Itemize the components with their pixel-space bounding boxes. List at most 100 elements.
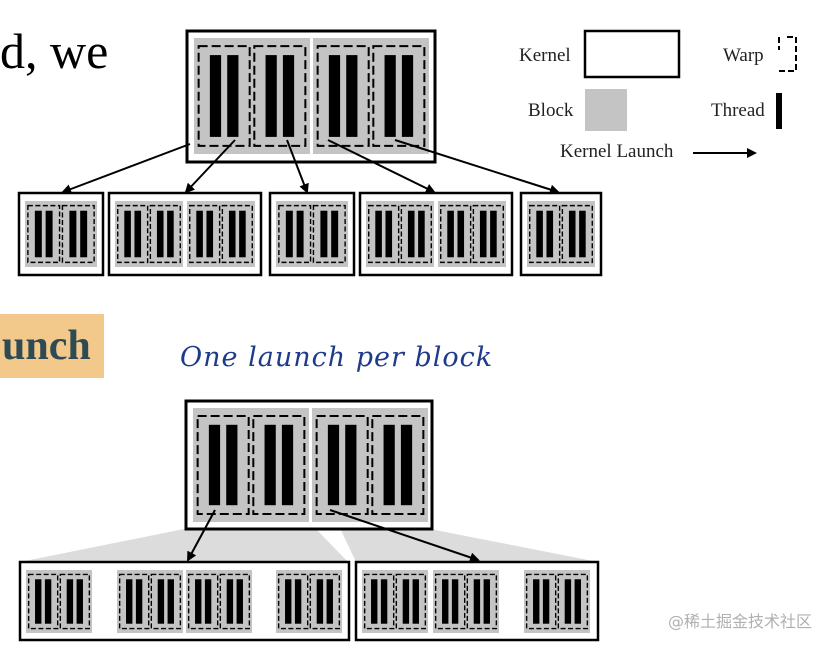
block [527, 201, 595, 267]
legend-warp-swatch [779, 36, 797, 72]
thread [126, 579, 133, 624]
thread [294, 579, 302, 624]
thread [66, 579, 74, 624]
thread [536, 210, 543, 258]
block [117, 570, 183, 633]
thread [346, 55, 358, 137]
thread [375, 210, 382, 258]
thread [412, 579, 419, 624]
thread [35, 579, 42, 624]
launch-arrow [329, 509, 480, 563]
thread [383, 424, 395, 506]
block [366, 201, 434, 267]
block [194, 38, 310, 154]
launch-arrow [184, 139, 236, 194]
thread [442, 579, 449, 624]
thread [226, 579, 234, 624]
warp [557, 573, 589, 630]
thread [208, 424, 221, 506]
thread [479, 210, 487, 258]
legend-kernel-launch-label: Kernel Launch [560, 141, 674, 162]
warp [27, 573, 59, 630]
thread [239, 210, 246, 258]
thread [568, 210, 576, 258]
warp [27, 204, 61, 264]
warp [472, 204, 504, 264]
warp [434, 573, 466, 630]
warp [149, 204, 181, 264]
thread [135, 579, 143, 624]
legend-thread-label: Thread [711, 100, 765, 121]
thread [76, 579, 83, 624]
warp [372, 45, 426, 147]
thread [228, 210, 236, 258]
thread [371, 579, 378, 624]
block [313, 38, 429, 154]
block [187, 201, 255, 267]
projection-right [340, 528, 598, 562]
heading-text-top: d, we [0, 23, 109, 79]
thread [80, 210, 88, 258]
warp [561, 204, 593, 264]
warp [363, 573, 395, 630]
thread [204, 579, 212, 624]
thread [282, 55, 295, 137]
legend-block-swatch [585, 89, 627, 131]
thread [400, 424, 413, 506]
thread [281, 424, 294, 506]
thread [331, 210, 339, 258]
thread [328, 55, 341, 137]
warp [309, 573, 341, 630]
warp [189, 204, 221, 264]
warp [312, 204, 346, 264]
warp [440, 204, 472, 264]
warp [278, 204, 312, 264]
warp [117, 204, 149, 264]
thread [384, 55, 396, 137]
thread [124, 210, 131, 258]
thread [206, 210, 214, 258]
thread [227, 55, 239, 137]
warp [59, 573, 91, 630]
thread [69, 210, 77, 258]
heading-text-launch: unch [0, 314, 104, 378]
block [276, 201, 348, 267]
legend-warp-label: Warp [723, 45, 764, 66]
block [115, 201, 183, 267]
thread [134, 210, 142, 258]
legend-kernel-swatch [583, 29, 681, 79]
thread [327, 424, 340, 506]
thread [380, 579, 388, 624]
warp [118, 573, 150, 630]
thread [167, 579, 174, 624]
thread [579, 210, 586, 258]
launch-arrow [187, 509, 216, 562]
warp [368, 204, 400, 264]
thread [574, 579, 581, 624]
warp [277, 573, 309, 630]
thread [316, 579, 324, 624]
thread [345, 424, 357, 506]
block [438, 201, 506, 267]
thread [285, 210, 293, 258]
watermark: @稀土掘金技术社区 [667, 612, 812, 631]
thread [226, 424, 238, 506]
warp [395, 573, 427, 630]
legend-thread-swatch [776, 93, 782, 129]
legend-kernel-label: Kernel [519, 45, 571, 66]
launch-arrow [286, 139, 309, 194]
block [193, 408, 309, 522]
thread [533, 579, 540, 624]
thread [483, 579, 490, 624]
thread [385, 210, 393, 258]
thread [44, 579, 52, 624]
warp [400, 204, 432, 264]
thread [407, 210, 415, 258]
block [433, 570, 499, 633]
thread [490, 210, 497, 258]
warp [253, 45, 307, 147]
warp [466, 573, 498, 630]
thread [451, 579, 459, 624]
warp [371, 414, 425, 516]
